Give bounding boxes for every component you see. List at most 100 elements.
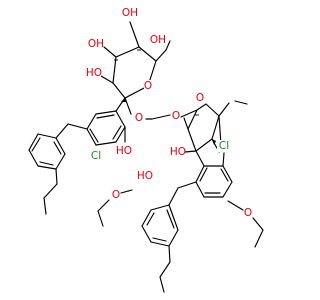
bond: [150, 204, 170, 211]
bond: [222, 165, 233, 183]
bond: [96, 114, 115, 119]
atom-label-cl2: Cl: [219, 140, 229, 152]
atom-label-o3: O: [172, 110, 180, 122]
bond: [97, 199, 110, 212]
bond: [141, 209, 152, 227]
bond: [55, 137, 66, 155]
atom-label-background: [123, 7, 137, 19]
bond: [129, 21, 140, 48]
atom-label-background: [172, 110, 180, 122]
bond: [67, 123, 88, 130]
atom-label-o11: HO: [170, 146, 186, 158]
bond: [211, 115, 220, 140]
bond: [195, 138, 213, 152]
bond: [234, 100, 248, 105]
atom-label-background: [89, 38, 103, 50]
bond: [155, 49, 167, 62]
atom-label-o13: O: [112, 189, 120, 201]
bond: [120, 189, 133, 194]
atom-label-o4: O: [196, 92, 204, 104]
atom-label-background: [171, 146, 185, 158]
bond: [31, 137, 41, 152]
bond: [115, 46, 140, 58]
bond: [150, 241, 170, 247]
bond: [218, 102, 230, 117]
bond: [151, 114, 171, 120]
atom-label-o5: OH: [122, 7, 138, 19]
bond: [227, 200, 244, 211]
bond: [28, 149, 39, 167]
bond: [177, 181, 197, 189]
bond: [112, 82, 126, 99]
atom-label-background: [217, 140, 231, 152]
bond: [115, 126, 126, 143]
bond: [195, 150, 205, 167]
bond: [196, 103, 207, 111]
bond: [112, 56, 117, 84]
bond: [112, 125, 122, 140]
bond: [183, 117, 189, 130]
bond: [168, 187, 179, 206]
atom-label-background: [151, 34, 165, 46]
bond: [168, 204, 179, 231]
bond: [166, 209, 175, 229]
atom-label-background: [89, 150, 103, 162]
bond: [168, 245, 171, 263]
bond: [252, 217, 264, 231]
bond: [187, 128, 197, 152]
bond: [53, 141, 62, 155]
bond-layer: [28, 21, 264, 293]
bond: [95, 141, 117, 146]
bond: [95, 110, 117, 115]
bond: [195, 181, 205, 198]
bond: [86, 128, 97, 146]
bond: [159, 276, 165, 293]
bond: [43, 183, 58, 199]
bond: [39, 161, 54, 166]
bond: [254, 229, 264, 248]
bond: [159, 261, 171, 278]
bond: [43, 197, 47, 215]
atom-label-cl1: Cl: [91, 150, 101, 162]
atom-label-background: [138, 170, 152, 182]
bond: [180, 109, 198, 118]
atom-label-o7: HO: [86, 67, 102, 79]
atom-label-o12: O: [244, 207, 252, 219]
atom-label-background: [244, 207, 252, 219]
bond: [115, 110, 126, 128]
atom-label-background: [135, 112, 143, 124]
bond: [89, 128, 99, 143]
bond: [138, 46, 157, 62]
bond: [168, 229, 179, 247]
bond: [187, 109, 198, 130]
bond: [222, 181, 233, 198]
bond: [205, 103, 220, 117]
bond: [199, 167, 208, 182]
bond: [184, 150, 197, 153]
bond: [195, 165, 205, 183]
atom-label-background: [112, 189, 120, 201]
atom-label-background: [117, 145, 131, 157]
atom-label-o9: HO: [116, 145, 132, 157]
bond: [165, 40, 171, 51]
bond: [28, 133, 39, 151]
atom-label-o8: OH: [150, 34, 166, 46]
bond: [86, 113, 97, 130]
bond: [100, 75, 114, 84]
atom-label-o10: HO: [137, 170, 153, 182]
atom-label-o6: OH: [88, 38, 104, 50]
bond: [97, 210, 104, 227]
atom-label-o2: O: [135, 112, 143, 124]
bond: [220, 168, 229, 182]
bond: [146, 212, 155, 226]
bond: [103, 46, 117, 58]
atom-label-background: [144, 80, 152, 92]
atom-label-background: [196, 92, 204, 104]
wedge-bond: [212, 139, 216, 145]
atom-label-background: [87, 67, 101, 79]
bond: [55, 123, 69, 139]
bond: [55, 153, 66, 170]
bond: [37, 133, 57, 139]
